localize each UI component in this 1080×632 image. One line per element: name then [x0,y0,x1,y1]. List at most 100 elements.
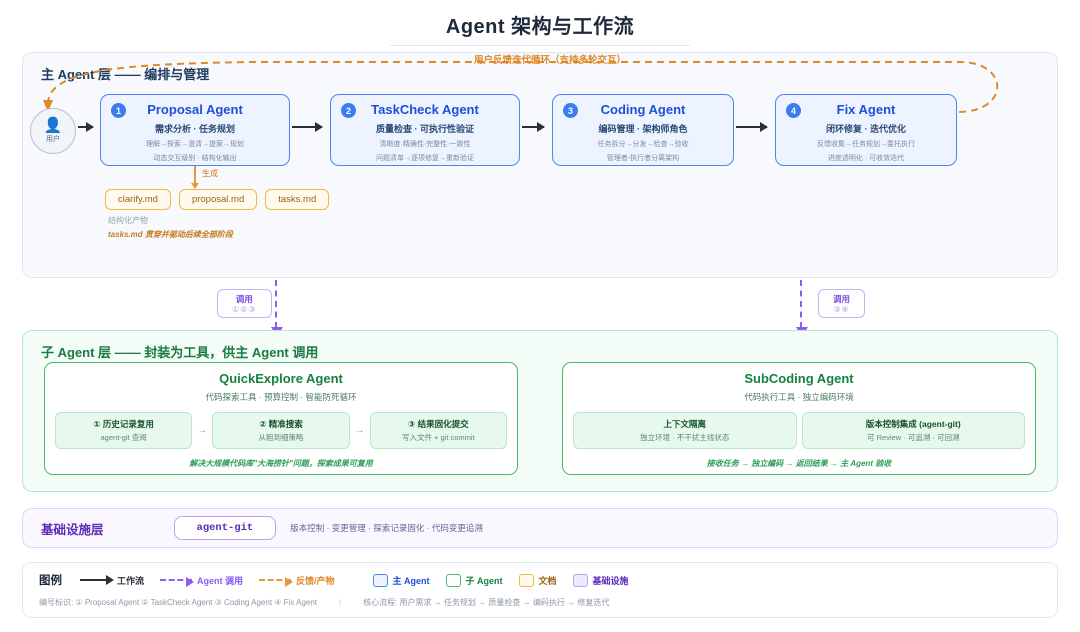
step-title: 版本控制集成 (agent-git) [865,419,961,429]
agent-name: Fix Agent [836,102,896,117]
main-agent-swatch-icon [372,573,388,587]
agent-card-fix[interactable]: 4 Fix Agent 闭环修复 · 迭代优化 反馈收集→任务规划→委托执行 进… [775,94,957,166]
legend-title: 图例 [39,575,62,587]
legend-item-sub-agent: 子 Agent [445,573,503,587]
agent-card-proposal[interactable]: 1 Proposal Agent 需求分析 · 任务规划 理解→探索→澄清→提案… [100,94,290,166]
agent-name: Coding Agent [600,102,686,117]
step-title: ① 历史记录复用 [93,419,154,429]
legend-label: 主 Agent [392,575,430,586]
step-result-commit[interactable]: ③ 结果固化提交 写入文件 + git commit [369,412,507,449]
agent-detail-line-1: 理解→探索→澄清→提案→规划 [146,141,244,148]
agent-detail-line-1: 清晰度·精确性·完整性·一致性 [379,141,471,148]
call-badge-left: 调用 ①②③ [217,289,272,318]
legend-row-notes: 编号标识: ① Proposal Agent ② TaskCheck Agent… [39,597,1041,608]
dashed-orange-arrow-icon [259,577,294,587]
agent-number-badge: 2 [341,103,356,118]
sub-agent-name: QuickExplore Agent [219,371,343,386]
step-title: ② 精准搜索 [259,419,303,429]
main-agent-layer-title: 主 Agent 层 —— 编排与管理 [41,67,210,82]
step-arrow-icon: → [197,425,208,436]
infrastructure-swatch-icon [572,573,588,587]
legend-item-feedback: 反馈/产物 [259,574,335,587]
call-connector-right [796,280,808,337]
legend-item-infrastructure: 基础设施 [572,573,629,587]
call-badge-numbers: ①②③ [232,305,257,314]
infrastructure-chip-agent-git[interactable]: agent-git [173,516,277,540]
user-node-label: 用户 [46,136,60,143]
legend-separator: | [339,598,342,607]
feedback-loop-label: 用户反馈迭代循环（支持多轮交互） [473,55,626,66]
agent-card-taskcheck[interactable]: 2 TaskCheck Agent 质量检查 · 可执行性验证 清晰度·精确性·… [330,94,520,166]
title-divider [390,45,690,46]
page-header: Agent 架构与工作流 [0,0,1080,46]
sub-agent-name: SubCoding Agent [744,371,854,386]
sub-agent-layer-title: 子 Agent 层 —— 封装为工具，供主 Agent 调用 [41,345,319,360]
legend-numbering-note: 编号标识: ① Proposal Agent ② TaskCheck Agent… [39,598,318,607]
step-history-reuse[interactable]: ① 历史记录复用 agent-git 查阅 [55,412,193,449]
legend-label: 子 Agent [465,575,503,586]
step-context-isolation[interactable]: 上下文隔离 独立环境 · 不干扰主线状态 [573,412,797,449]
sub-agent-subtitle: 代码执行工具 · 独立编码环境 [744,392,854,402]
flow-arrow-taskcheck-to-coding [522,122,545,132]
flow-arrow-proposal-to-taskcheck [292,122,323,132]
agent-subtitle: 需求分析 · 任务规划 [155,124,235,134]
agent-detail-line-2: 进度透明化 · 可收敛迭代 [827,155,905,162]
legend-item-document: 文档 [518,573,557,587]
sub-agent-footer: 解决大规模代码库"大海捞针"问题，探索成果可复用 [189,459,373,468]
agent-subtitle: 闭环修复 · 迭代优化 [826,124,906,134]
agent-detail-line-2: 管理者-执行者分离架构 [606,155,680,162]
legend-item-workflow: 工作流 [80,574,144,587]
agent-detail-line-2: 动态交互级别 · 结构化输出 [153,155,237,162]
agent-detail-line-1: 任务拆分→分发→检查→验收 [597,141,689,148]
legend-label: 工作流 [117,575,145,586]
infrastructure-title: 基础设施层 [41,522,104,537]
infrastructure-layer: 基础设施层 agent-git 版本控制 · 变更管理 · 探索记录固化 · 代… [22,508,1058,548]
flow-arrow-coding-to-fix [736,122,768,132]
solid-arrow-icon [80,575,114,585]
step-subtitle: agent-git 查阅 [100,433,147,442]
docs-note-emphasis: tasks.md 贯穿并驱动后续全部阶段 [108,230,233,239]
agent-number-badge: 1 [111,103,126,118]
doc-chip-tasks[interactable]: tasks.md [265,189,330,210]
sub-agent-card-subcoding[interactable]: SubCoding Agent 代码执行工具 · 独立编码环境 上下文隔离 独立… [562,362,1036,475]
legend-row-symbols: 图例 工作流 Agent 调用 反馈/产物 主 Agent 子 Agent 文档 [39,572,1041,588]
agent-subtitle: 质量检查 · 可执行性验证 [376,124,474,134]
sub-agent-footer: 接收任务 → 独立编码 → 返回结果 → 主 Agent 验收 [706,459,892,468]
legend-label: 基础设施 [592,575,629,586]
call-badge-title: 调用 [833,294,851,304]
agent-detail-line-1: 反馈收集→任务规划→委托执行 [817,141,915,148]
document-swatch-icon [518,573,534,587]
step-title: 上下文隔离 [663,419,706,429]
step-version-control[interactable]: 版本控制集成 (agent-git) 可 Review · 可追溯 · 可回溯 [801,412,1025,449]
sub-agent-card-quickexplore[interactable]: QuickExplore Agent 代码探索工具 · 预算控制 · 智能防死循… [44,362,518,475]
legend-core-flow-note: 核心流程: 用户需求 → 任务规划 → 质量检查 → 编码执行 → 修复迭代 [363,598,610,607]
agent-name: TaskCheck Agent [371,102,479,117]
step-subtitle: 独立环境 · 不干扰主线状态 [640,433,730,442]
agent-detail-line-2: 问题清单→逐项修复→重新验证 [376,155,474,162]
legend-item-agent-call: Agent 调用 [160,574,243,587]
legend-label: 文档 [538,575,557,586]
step-precise-search[interactable]: ② 精准搜索 从粗到细策略 [212,412,350,449]
doc-chip-clarify[interactable]: clarify.md [105,189,171,210]
agent-name: Proposal Agent [147,102,243,117]
step-subtitle: 可 Review · 可追溯 · 可回溯 [866,433,960,442]
user-node[interactable]: 👤 用户 [30,108,76,154]
generate-arrow [191,166,198,189]
user-icon: 👤 [43,117,63,134]
call-badge-title: 调用 [235,294,253,304]
agent-card-coding[interactable]: 3 Coding Agent 编码管理 · 架构师角色 任务拆分→分发→检查→验… [552,94,734,166]
call-connector-left [271,280,283,337]
call-badge-right: 调用 ③④ [818,289,866,318]
doc-chip-proposal[interactable]: proposal.md [178,189,258,210]
step-arrow-icon: → [354,425,365,436]
generate-label: 生成 [202,169,218,178]
step-subtitle: 从粗到细策略 [258,433,304,442]
agent-subtitle: 编码管理 · 架构师角色 [598,124,688,134]
dashed-purple-arrow-icon [160,577,195,587]
legend-label: 反馈/产物 [296,575,335,586]
flow-arrow-user-to-proposal [78,122,94,132]
legend-label: Agent 调用 [197,575,244,586]
docs-note: 结构化产物 [108,216,148,225]
page-title: Agent 架构与工作流 [445,16,635,38]
legend: 图例 工作流 Agent 调用 反馈/产物 主 Agent 子 Agent 文档 [22,562,1058,618]
